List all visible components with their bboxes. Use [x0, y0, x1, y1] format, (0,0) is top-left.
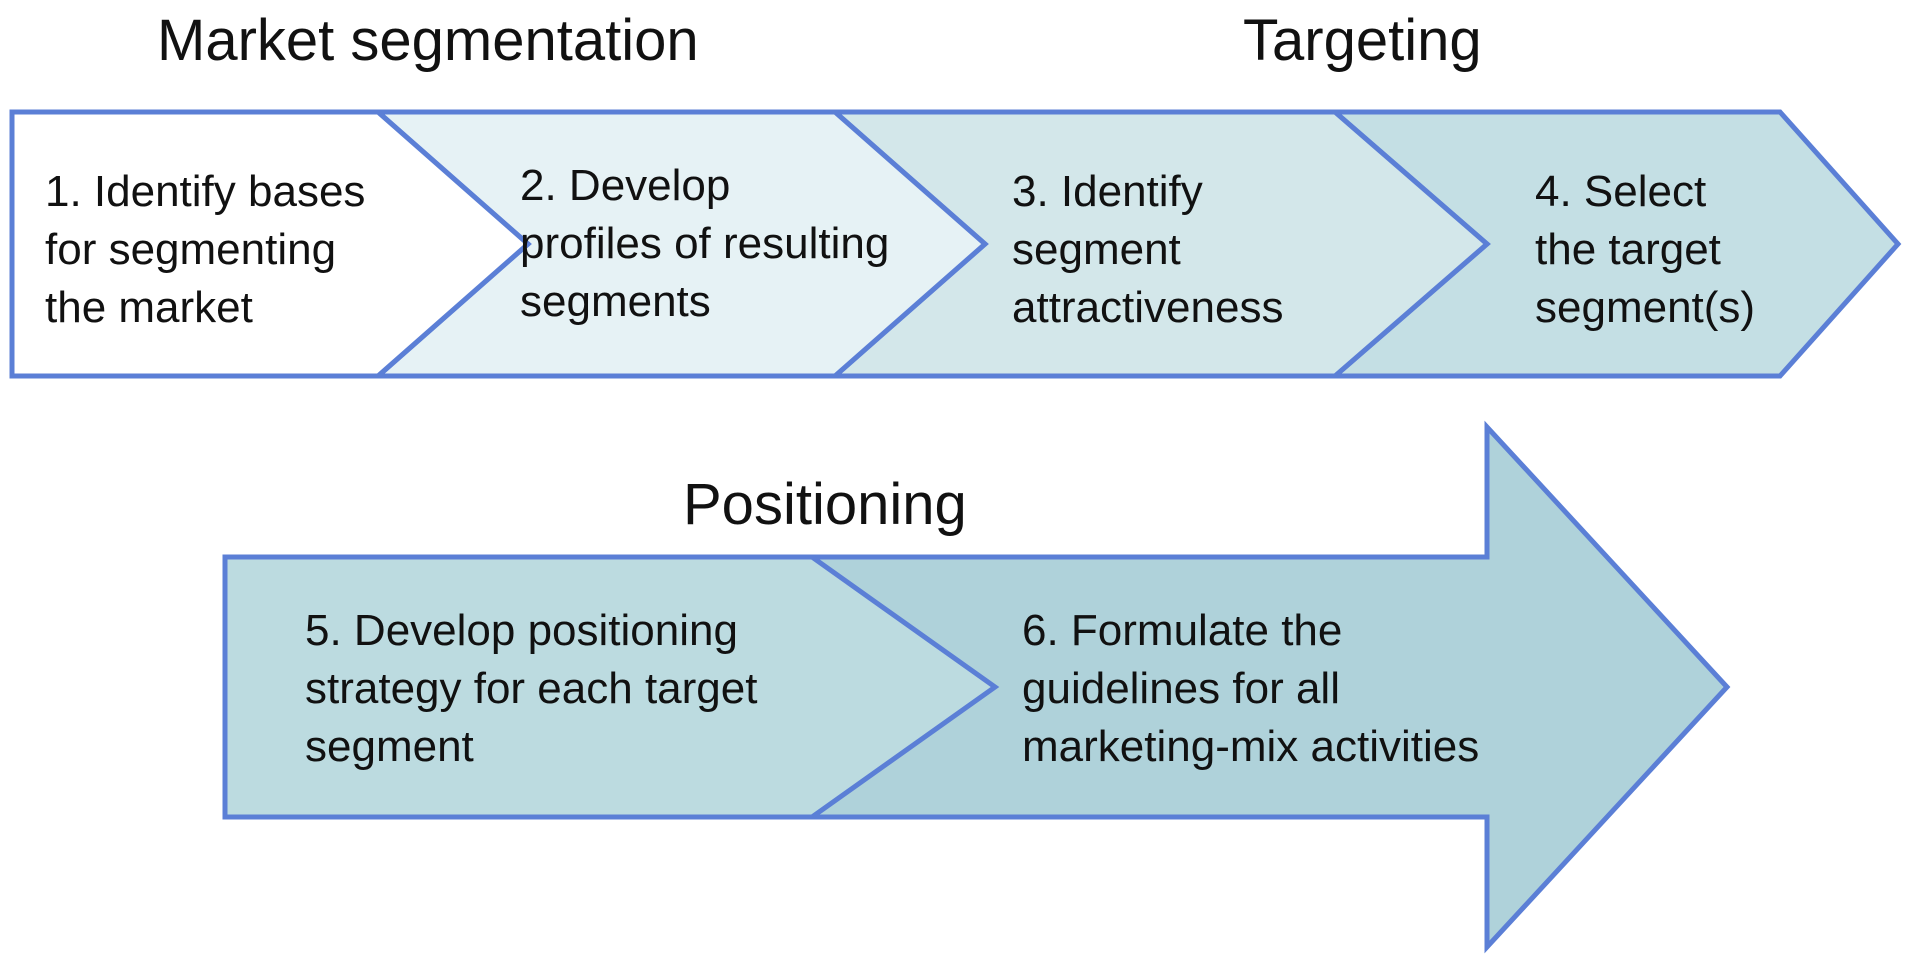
- step-6-line-3: marketing-mix activities: [1022, 722, 1480, 771]
- step-3-line-1: 3. Identify: [1012, 167, 1203, 216]
- step-4-line-2: the target: [1535, 225, 1721, 274]
- heading-market-segmentation: Market segmentation: [157, 8, 699, 73]
- step-5-line-2: strategy for each target: [305, 664, 758, 713]
- step-6-line-2: guidelines for all: [1022, 664, 1340, 713]
- step-2-line-3: segments: [520, 277, 711, 326]
- step-4-line-3: segment(s): [1535, 283, 1756, 332]
- step-5-text: 5. Develop positioning strategy for each…: [305, 602, 757, 776]
- step-4-line-1: 4. Select: [1535, 167, 1707, 216]
- heading-targeting: Targeting: [1243, 8, 1482, 73]
- step-6-text: 6. Formulate the guidelines for all mark…: [1022, 602, 1479, 776]
- step-1-line-3: the market: [45, 283, 253, 332]
- step-4-text: 4. Select the target segment(s): [1535, 163, 1755, 337]
- step-3-line-2: segment: [1012, 225, 1181, 274]
- step-5-line-1: 5. Develop positioning: [305, 606, 738, 655]
- step-2-line-1: 2. Develop: [520, 161, 731, 210]
- step-2-text: 2. Develop profiles of resulting segment…: [520, 157, 889, 331]
- step-5-chevron-shape: [222, 554, 1000, 820]
- step-1-line-2: for segmenting: [45, 225, 337, 274]
- step-3-text: 3. Identify segment attractiveness: [1012, 163, 1283, 337]
- step-1-text: 1. Identify bases for segmenting the mar…: [45, 163, 365, 337]
- step-6-line-1: 6. Formulate the: [1022, 606, 1343, 655]
- step-1-chevron-shape: [9, 109, 532, 379]
- heading-positioning: Positioning: [683, 472, 967, 537]
- step-2-line-2: profiles of resulting: [520, 219, 890, 268]
- step-1-line-1: 1. Identify bases: [45, 167, 366, 216]
- step-5-line-3: segment: [305, 722, 474, 771]
- step-3-line-3: attractiveness: [1012, 283, 1284, 332]
